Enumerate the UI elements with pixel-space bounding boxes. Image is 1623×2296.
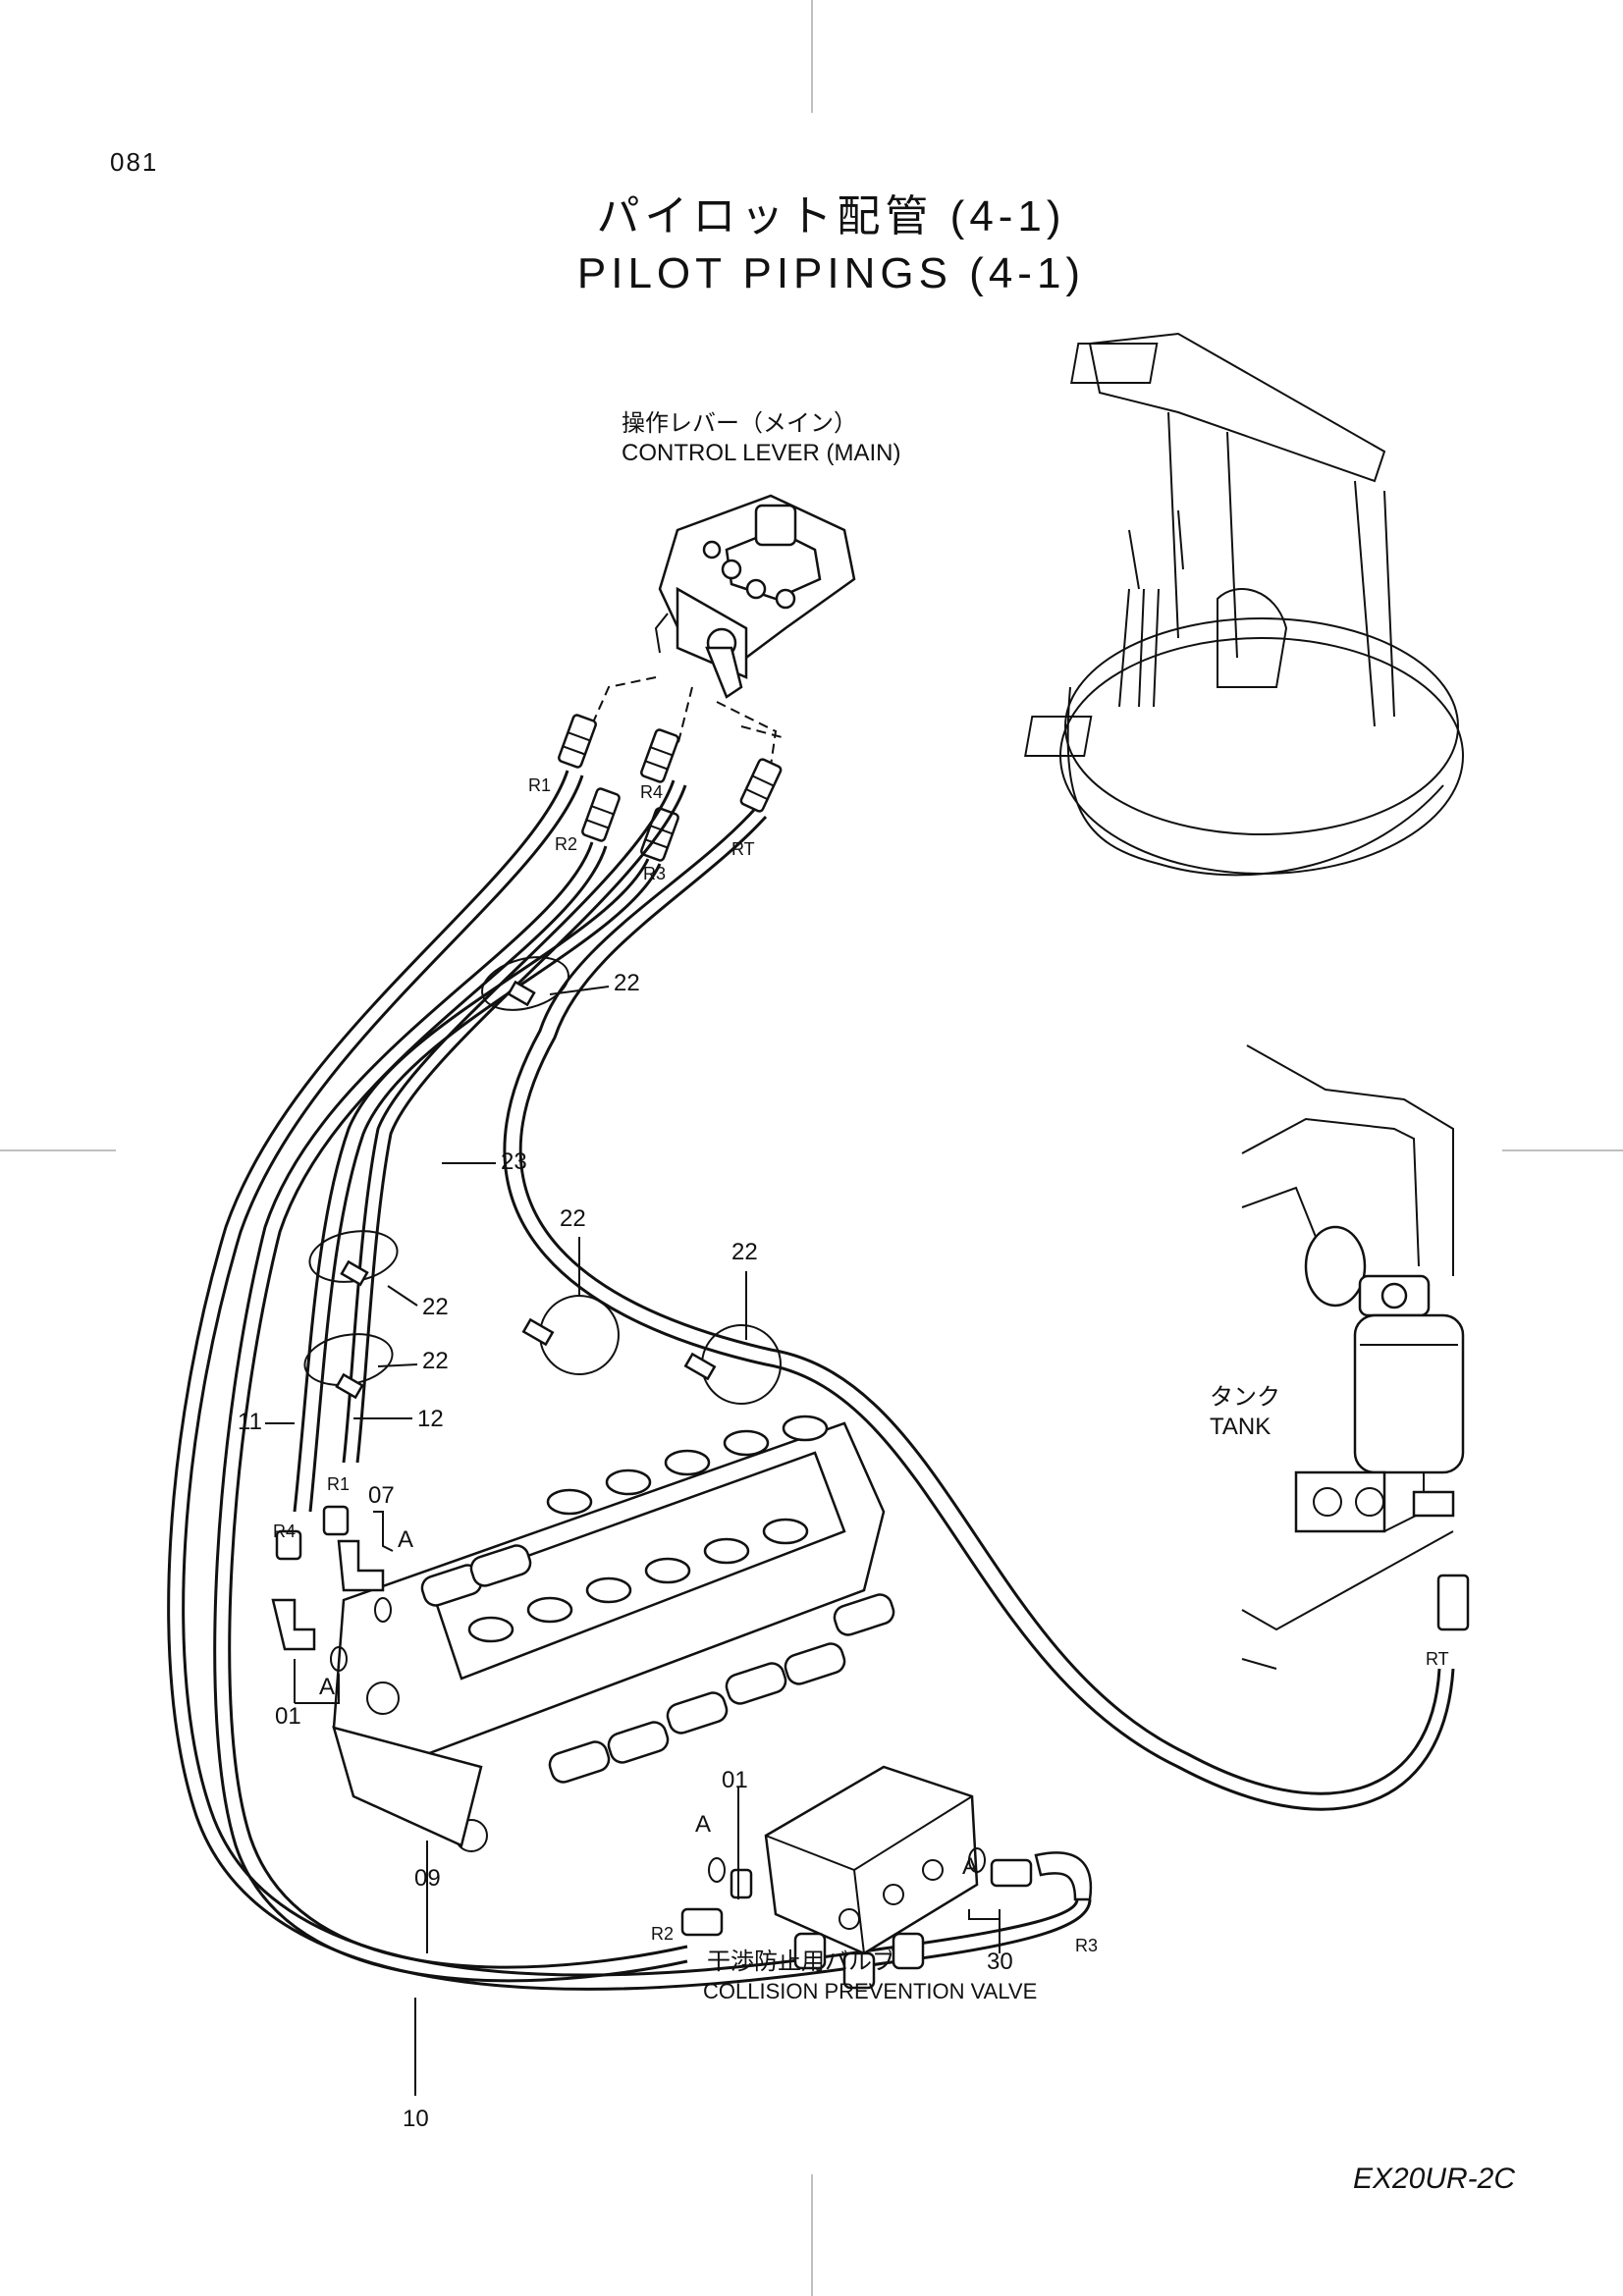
part-number-23: 23 — [501, 1148, 527, 1175]
collision-valve-drawing — [764, 1765, 979, 1990]
detail-mark-a-2: A — [319, 1674, 336, 1700]
page-number: 081 — [110, 147, 159, 177]
part-number-22-a: 22 — [614, 970, 640, 996]
leader-lines — [265, 986, 1001, 2096]
collision-valve-label-jp: 干渉防止用バルブ — [707, 1949, 895, 1975]
title-japanese: パイロット配管 (4-1) — [596, 192, 1066, 240]
control-lever-drawing — [654, 494, 856, 699]
part-number-07: 07 — [368, 1482, 395, 1509]
port-label-r2-top: R2 — [555, 834, 578, 854]
port-label-r4-top: R4 — [640, 782, 664, 802]
port-label-rt-top: RT — [731, 839, 755, 859]
port-label-r1-top: R1 — [528, 775, 552, 795]
lever-dashed-leads — [588, 676, 786, 767]
part-number-30: 30 — [987, 1949, 1013, 1975]
part-number-22-e: 22 — [422, 1348, 449, 1374]
port-label-r3-top: R3 — [643, 864, 667, 883]
port-label-r1-valve: R1 — [327, 1474, 351, 1494]
part-number-22-d: 22 — [422, 1294, 449, 1320]
control-lever-label-jp: 操作レバー（メイン） — [622, 410, 857, 437]
clamps — [303, 956, 782, 1405]
port-label-r4-valve: R4 — [273, 1522, 297, 1541]
detail-mark-a-1: A — [398, 1526, 414, 1553]
control-lever-label-en: CONTROL LEVER (MAIN) — [622, 440, 901, 466]
hoses — [167, 770, 1455, 1991]
part-number-01-b: 01 — [722, 1767, 748, 1793]
detail-mark-a-3: A — [695, 1811, 712, 1838]
detail-mark-a-4: A — [962, 1853, 979, 1880]
part-number-10: 10 — [403, 2106, 429, 2132]
model-code: EX20UR-2C — [1352, 2163, 1515, 2195]
port-label-r2-bottom: R2 — [651, 1924, 675, 1944]
part-number-01-a: 01 — [275, 1703, 301, 1730]
tank-label-en: TANK — [1210, 1414, 1271, 1440]
control-valve-drawing — [332, 1415, 895, 1852]
lever-fittings — [558, 714, 783, 862]
tank-label-jp: タンク — [1210, 1384, 1280, 1411]
collision-valve-label-en: COLLISION PREVENTION VALVE — [703, 1979, 1038, 2003]
part-number-09: 09 — [414, 1865, 441, 1892]
port-label-rt-tank: RT — [1426, 1649, 1449, 1669]
part-number-12: 12 — [417, 1406, 444, 1432]
title-english: PILOT PIPINGS (4-1) — [576, 249, 1086, 297]
cab-drawing — [1024, 332, 1464, 877]
tank-drawing — [1241, 1044, 1470, 1670]
valve-fittings — [271, 1505, 1093, 1937]
port-label-r3-bottom: R3 — [1075, 1936, 1099, 1955]
part-number-22-b: 22 — [560, 1205, 586, 1232]
part-number-22-c: 22 — [731, 1239, 758, 1265]
part-number-11: 11 — [238, 1409, 262, 1435]
